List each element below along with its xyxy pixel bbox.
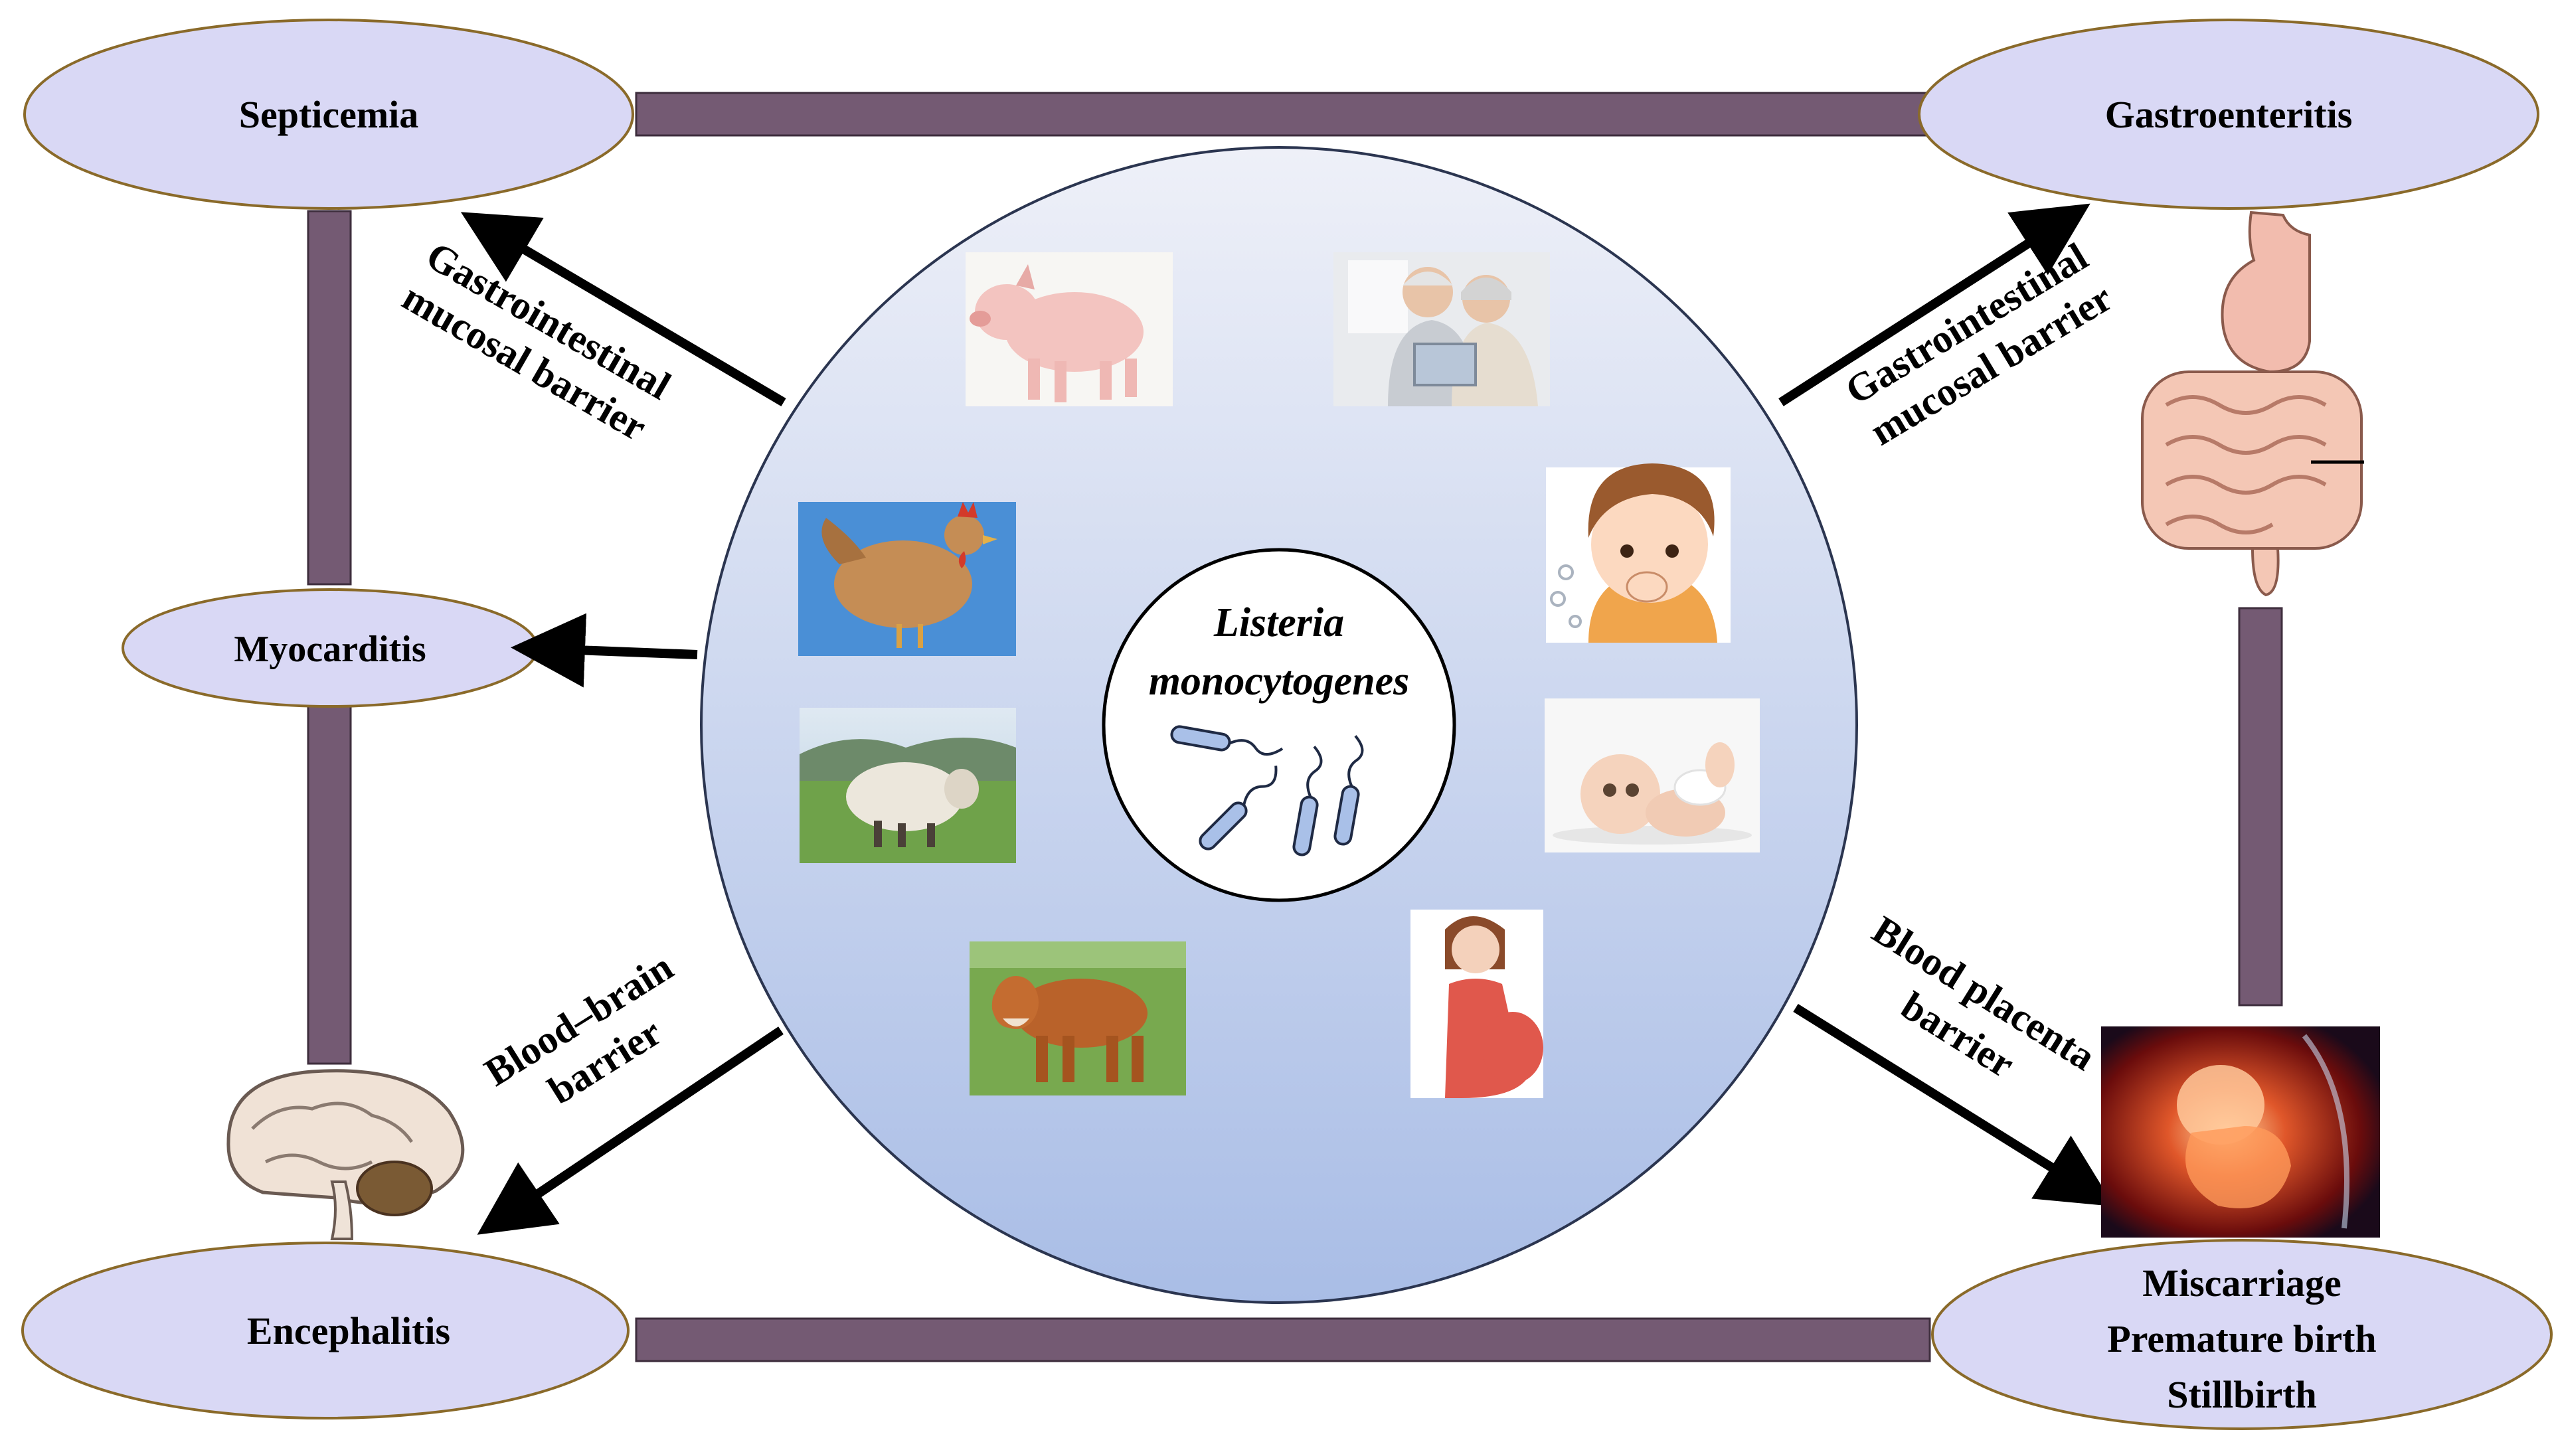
listeria-center: Listeria monocytogenes bbox=[1102, 548, 1456, 902]
outcome-septicemia: Septicemia bbox=[23, 19, 634, 210]
digestive-system-illustration bbox=[2141, 210, 2364, 597]
connector-left-upper bbox=[307, 210, 352, 586]
pig-image bbox=[966, 252, 1173, 406]
organism-name-line2: monocytogenes bbox=[1149, 659, 1410, 704]
outcome-pregnancy: Miscarriage Premature birth Stillbirth bbox=[1931, 1239, 2553, 1430]
barrier-blood-placenta: Blood placenta barrier bbox=[1865, 908, 2103, 1086]
connector-right bbox=[2238, 607, 2283, 1007]
sheep-image bbox=[800, 708, 1016, 863]
barrier-gi-left: Gastrointestinal mucosal barrier bbox=[395, 233, 678, 449]
brain-illustration bbox=[226, 1069, 465, 1240]
myocarditis-label: Myocarditis bbox=[234, 629, 426, 670]
connector-top bbox=[635, 92, 1931, 137]
gastroenteritis-label: Gastroenteritis bbox=[2105, 93, 2353, 136]
chicken-image bbox=[798, 502, 1016, 656]
arrow-to-myocarditis bbox=[511, 613, 698, 688]
listeria-circle bbox=[1102, 548, 1456, 902]
child-coughing-image bbox=[1546, 463, 1731, 643]
bacteria-icon bbox=[1170, 725, 1364, 856]
connector-bars bbox=[307, 92, 2283, 1362]
cow-image bbox=[970, 941, 1186, 1095]
pathway-arrows bbox=[460, 203, 2114, 1235]
outcome-gastroenteritis: Gastroenteritis bbox=[1918, 19, 2539, 210]
outcome-encephalitis: Encephalitis bbox=[21, 1242, 630, 1419]
arrow-to-encephalitis bbox=[477, 1026, 784, 1235]
elderly-couple-image bbox=[1333, 252, 1550, 406]
outcome-myocarditis: Myocarditis bbox=[122, 588, 539, 708]
septicemia-label: Septicemia bbox=[239, 93, 419, 136]
encephalitis-label: Encephalitis bbox=[247, 1309, 450, 1352]
arrow-to-septicemia bbox=[460, 212, 786, 407]
arrow-to-pregnancy bbox=[1793, 1004, 2114, 1207]
encephalitis-ellipse bbox=[21, 1242, 630, 1419]
connector-bottom bbox=[635, 1317, 1931, 1362]
fetus-image bbox=[2101, 1026, 2380, 1238]
stillbirth-label: Stillbirth bbox=[2167, 1373, 2317, 1416]
connector-left-lower bbox=[307, 704, 352, 1065]
arrow-to-gastroenteritis bbox=[1778, 203, 2090, 406]
premature-birth-label: Premature birth bbox=[2107, 1317, 2376, 1360]
septicemia-ellipse bbox=[23, 19, 634, 210]
miscarriage-label: Miscarriage bbox=[2142, 1261, 2342, 1305]
organism-name-line1: Listeria bbox=[1213, 600, 1344, 645]
gastroenteritis-ellipse bbox=[1918, 19, 2539, 210]
infant-image bbox=[1545, 698, 1760, 852]
pregnancy-ellipse bbox=[1931, 1239, 2553, 1430]
pregnant-woman-image bbox=[1410, 910, 1543, 1098]
